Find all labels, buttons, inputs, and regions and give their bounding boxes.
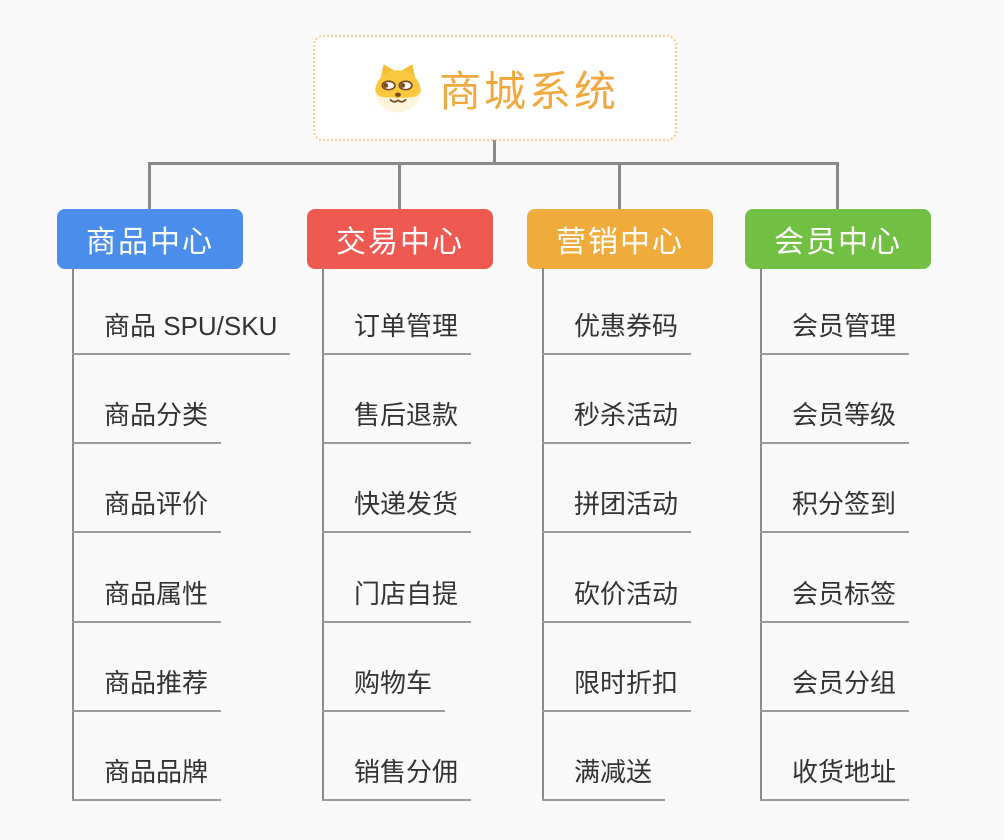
shiba-dog-icon — [375, 64, 421, 113]
leaf-node-trade-center-4[interactable]: 门店自提 — [322, 577, 472, 623]
leaf-node-product-center-4[interactable]: 商品属性 — [72, 577, 222, 623]
connector-drop-member-center — [836, 162, 839, 209]
leaf-node-product-center-2[interactable]: 商品分类 — [72, 398, 222, 444]
branch-spine-marketing-center — [542, 268, 544, 801]
leaf-node-product-center-1[interactable]: 商品 SPU/SKU — [72, 309, 291, 355]
connector-drop-marketing-center — [618, 162, 621, 209]
leaf-node-marketing-center-6[interactable]: 满减送 — [542, 755, 666, 801]
leaf-node-member-center-3[interactable]: 积分签到 — [760, 487, 910, 533]
leaf-node-product-center-5[interactable]: 商品推荐 — [72, 666, 222, 712]
leaf-node-marketing-center-3[interactable]: 拼团活动 — [542, 487, 692, 533]
root-node[interactable]: 商城系统 — [313, 35, 677, 141]
leaf-node-member-center-1[interactable]: 会员管理 — [760, 309, 910, 355]
branch-label: 会员中心 — [774, 226, 902, 259]
leaf-node-trade-center-2[interactable]: 售后退款 — [322, 398, 472, 444]
branch-spine-product-center — [72, 268, 74, 801]
leaf-node-member-center-2[interactable]: 会员等级 — [760, 398, 910, 444]
branch-label: 交易中心 — [336, 226, 464, 259]
branch-node-product-center[interactable]: 商品中心 — [57, 209, 243, 269]
connector-bus — [148, 162, 839, 165]
leaf-node-trade-center-3[interactable]: 快递发货 — [322, 487, 472, 533]
branch-label: 商品中心 — [86, 226, 214, 259]
leaf-node-trade-center-5[interactable]: 购物车 — [322, 666, 446, 712]
leaf-node-marketing-center-4[interactable]: 砍价活动 — [542, 577, 692, 623]
connector-drop-product-center — [148, 162, 151, 209]
root-title: 商城系统 — [438, 67, 619, 115]
leaf-node-member-center-6[interactable]: 收货地址 — [760, 755, 910, 801]
connector-root-stub — [493, 140, 496, 165]
leaf-node-trade-center-6[interactable]: 销售分佣 — [322, 755, 472, 801]
leaf-node-member-center-4[interactable]: 会员标签 — [760, 577, 910, 623]
branch-spine-trade-center — [322, 268, 324, 801]
leaf-node-marketing-center-5[interactable]: 限时折扣 — [542, 666, 692, 712]
leaf-node-marketing-center-1[interactable]: 优惠券码 — [542, 309, 692, 355]
branch-node-marketing-center[interactable]: 营销中心 — [527, 209, 713, 269]
leaf-node-product-center-6[interactable]: 商品品牌 — [72, 755, 222, 801]
branch-node-member-center[interactable]: 会员中心 — [745, 209, 931, 269]
branch-label: 营销中心 — [556, 226, 684, 259]
branch-node-trade-center[interactable]: 交易中心 — [307, 209, 493, 269]
leaf-node-member-center-5[interactable]: 会员分组 — [760, 666, 910, 712]
leaf-node-trade-center-1[interactable]: 订单管理 — [322, 309, 472, 355]
leaf-node-marketing-center-2[interactable]: 秒杀活动 — [542, 398, 692, 444]
branch-spine-member-center — [760, 268, 762, 801]
leaf-node-product-center-3[interactable]: 商品评价 — [72, 487, 222, 533]
connector-drop-trade-center — [398, 162, 401, 209]
